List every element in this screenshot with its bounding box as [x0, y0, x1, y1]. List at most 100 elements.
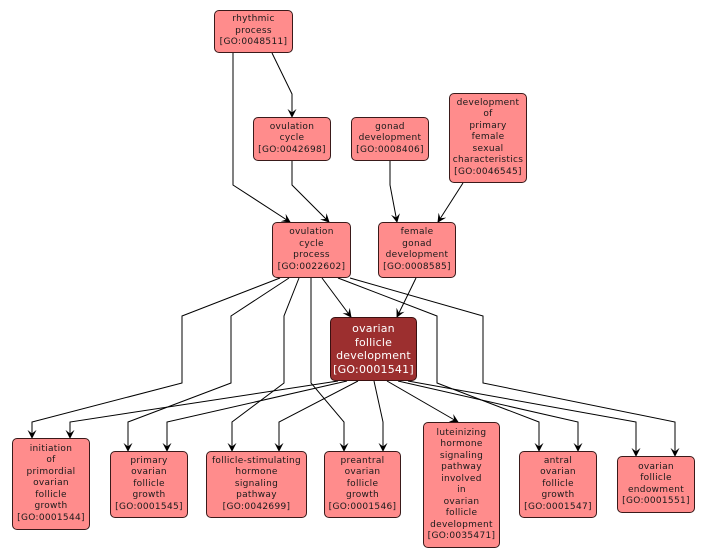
go-term-label-line: follicle [354, 335, 393, 349]
go-term-label-line: process [293, 250, 330, 260]
edge-GO0022602-to-GO0001541 [321, 277, 352, 318]
edge-GO0001541-to-GO0001546 [373, 380, 388, 452]
go-term-id: [GO:0001551] [622, 496, 690, 506]
edge-GO0048511-to-GO0022602 [232, 53, 291, 223]
go-term-label-line: development [430, 519, 493, 530]
go-term-label-line: signaling [439, 450, 484, 461]
go-term-label-line: rhythmic [232, 14, 275, 25]
go-term-label-line: antral [543, 455, 573, 466]
go-term-label-line: endowment [627, 484, 685, 495]
go-term-label-line: follicle [35, 489, 67, 500]
go-term-id: [GO:0001541] [333, 362, 414, 376]
go-term-label-line: follicle [133, 478, 165, 489]
go-term-id: [GO:0035471] [427, 531, 496, 541]
edge-GO0001541-to-GO0035471 [386, 380, 459, 423]
edge-GO0022602-to-GO0001547 [337, 277, 544, 452]
edge-GO0001541-to-GO0001545 [162, 380, 348, 452]
go-term-label-line: growth [345, 490, 380, 501]
go-term-label-line: growth [34, 501, 68, 512]
go-term-label-line: ovarian [352, 322, 395, 335]
go-term-id: [GO:0046545] [454, 166, 522, 177]
go-term-label-line: development [385, 250, 449, 260]
go-term-label-line: sexual [472, 143, 504, 154]
go-term-id: [GO:0001545] [115, 501, 183, 512]
go-term-id: [GO:0008406] [356, 144, 424, 155]
go-term-label-line: primary [469, 120, 507, 131]
go-term-label-line: of [483, 109, 493, 120]
go-term-id: [GO:0001546] [328, 501, 397, 512]
go-term-label-line: development [358, 133, 422, 144]
edge-GO0001541-to-GO0001547 [397, 380, 583, 452]
go-term-label-line: growth [541, 490, 575, 501]
go-term-label-line: gonad [375, 121, 405, 132]
edge-GO0001541-to-GO0001544 [65, 380, 339, 439]
go-term-label-line: cycle [279, 133, 305, 144]
go-term-label-line: of [46, 455, 56, 466]
go-term-id: [GO:0001544] [17, 512, 85, 523]
edge-GO0001541-to-GO0042699 [274, 380, 359, 452]
go-term-label-line: follicle [640, 473, 672, 483]
go-term-id: [GO:0042699] [222, 501, 291, 512]
go-term-label-line: ovarian [344, 467, 381, 478]
go-term-label-line: signaling [234, 478, 279, 489]
go-term-label-line: development [336, 349, 411, 362]
go-term-label-line: primordial [26, 466, 76, 477]
go-term-label-line: female [400, 227, 434, 237]
go-term-label-line: female [471, 132, 505, 143]
go-term-label-line: preantral [340, 455, 385, 466]
go-term-label-line: gonad [402, 238, 432, 249]
go-term-label-line: primary [130, 455, 168, 466]
go-term-label-line: follicle [346, 478, 379, 489]
edge-GO0022602-to-GO0042699 [227, 277, 300, 452]
go-term-label-line: initiation [29, 443, 73, 454]
go-term-label-line: luteinizing [436, 427, 487, 438]
go-term-label-line: ovarian [638, 461, 674, 472]
go-term-id: [GO:0042698] [258, 144, 326, 155]
go-term-label-line: ovarian [540, 467, 576, 478]
go-term-id: [GO:0001547] [524, 501, 592, 512]
go-term-label-line: process [235, 25, 272, 36]
go-term-label-line: hormone [440, 439, 483, 449]
go-term-id: [GO:0008585] [383, 261, 451, 272]
go-term-label-line: ovarian [33, 478, 69, 489]
go-term-label-line: ovarian [443, 496, 480, 507]
go-term-label-line: ovulation [269, 121, 315, 132]
go-term-label-line: hormone [235, 467, 278, 478]
go-term-label-line: characteristics [452, 155, 524, 166]
edge-GO0008585-to-GO0001541 [396, 277, 417, 318]
edge-GO0022602-to-GO0001551 [349, 277, 680, 457]
go-term-label-line: cycle [299, 238, 324, 249]
edge-GO0022602-to-GO0001545 [123, 277, 290, 452]
edge-GO0048511-to-GO0042698 [271, 52, 297, 118]
go-term-id: [GO:0022602] [277, 261, 346, 272]
go-term-label-line: pathway [236, 490, 277, 501]
go-term-label-line: ovarian [131, 467, 167, 478]
go-term-label-line: follicle-stimulating [211, 455, 302, 466]
go-term-label-line: ovulation [289, 227, 334, 237]
edge-GO0042698-to-GO0022602 [291, 161, 330, 223]
go-term-label-line: growth [132, 490, 166, 501]
go-term-id: [GO:0048511] [219, 37, 288, 48]
go-term-label-line: follicle [542, 478, 574, 489]
edge-GO0046545-to-GO0008585 [437, 182, 464, 223]
edge-GO0001541-to-GO0001551 [407, 380, 641, 457]
go-term-label-line: involved [441, 473, 482, 484]
go-term-label-line: development [456, 97, 520, 108]
edge-GO0008406-to-GO0008585 [389, 161, 400, 223]
